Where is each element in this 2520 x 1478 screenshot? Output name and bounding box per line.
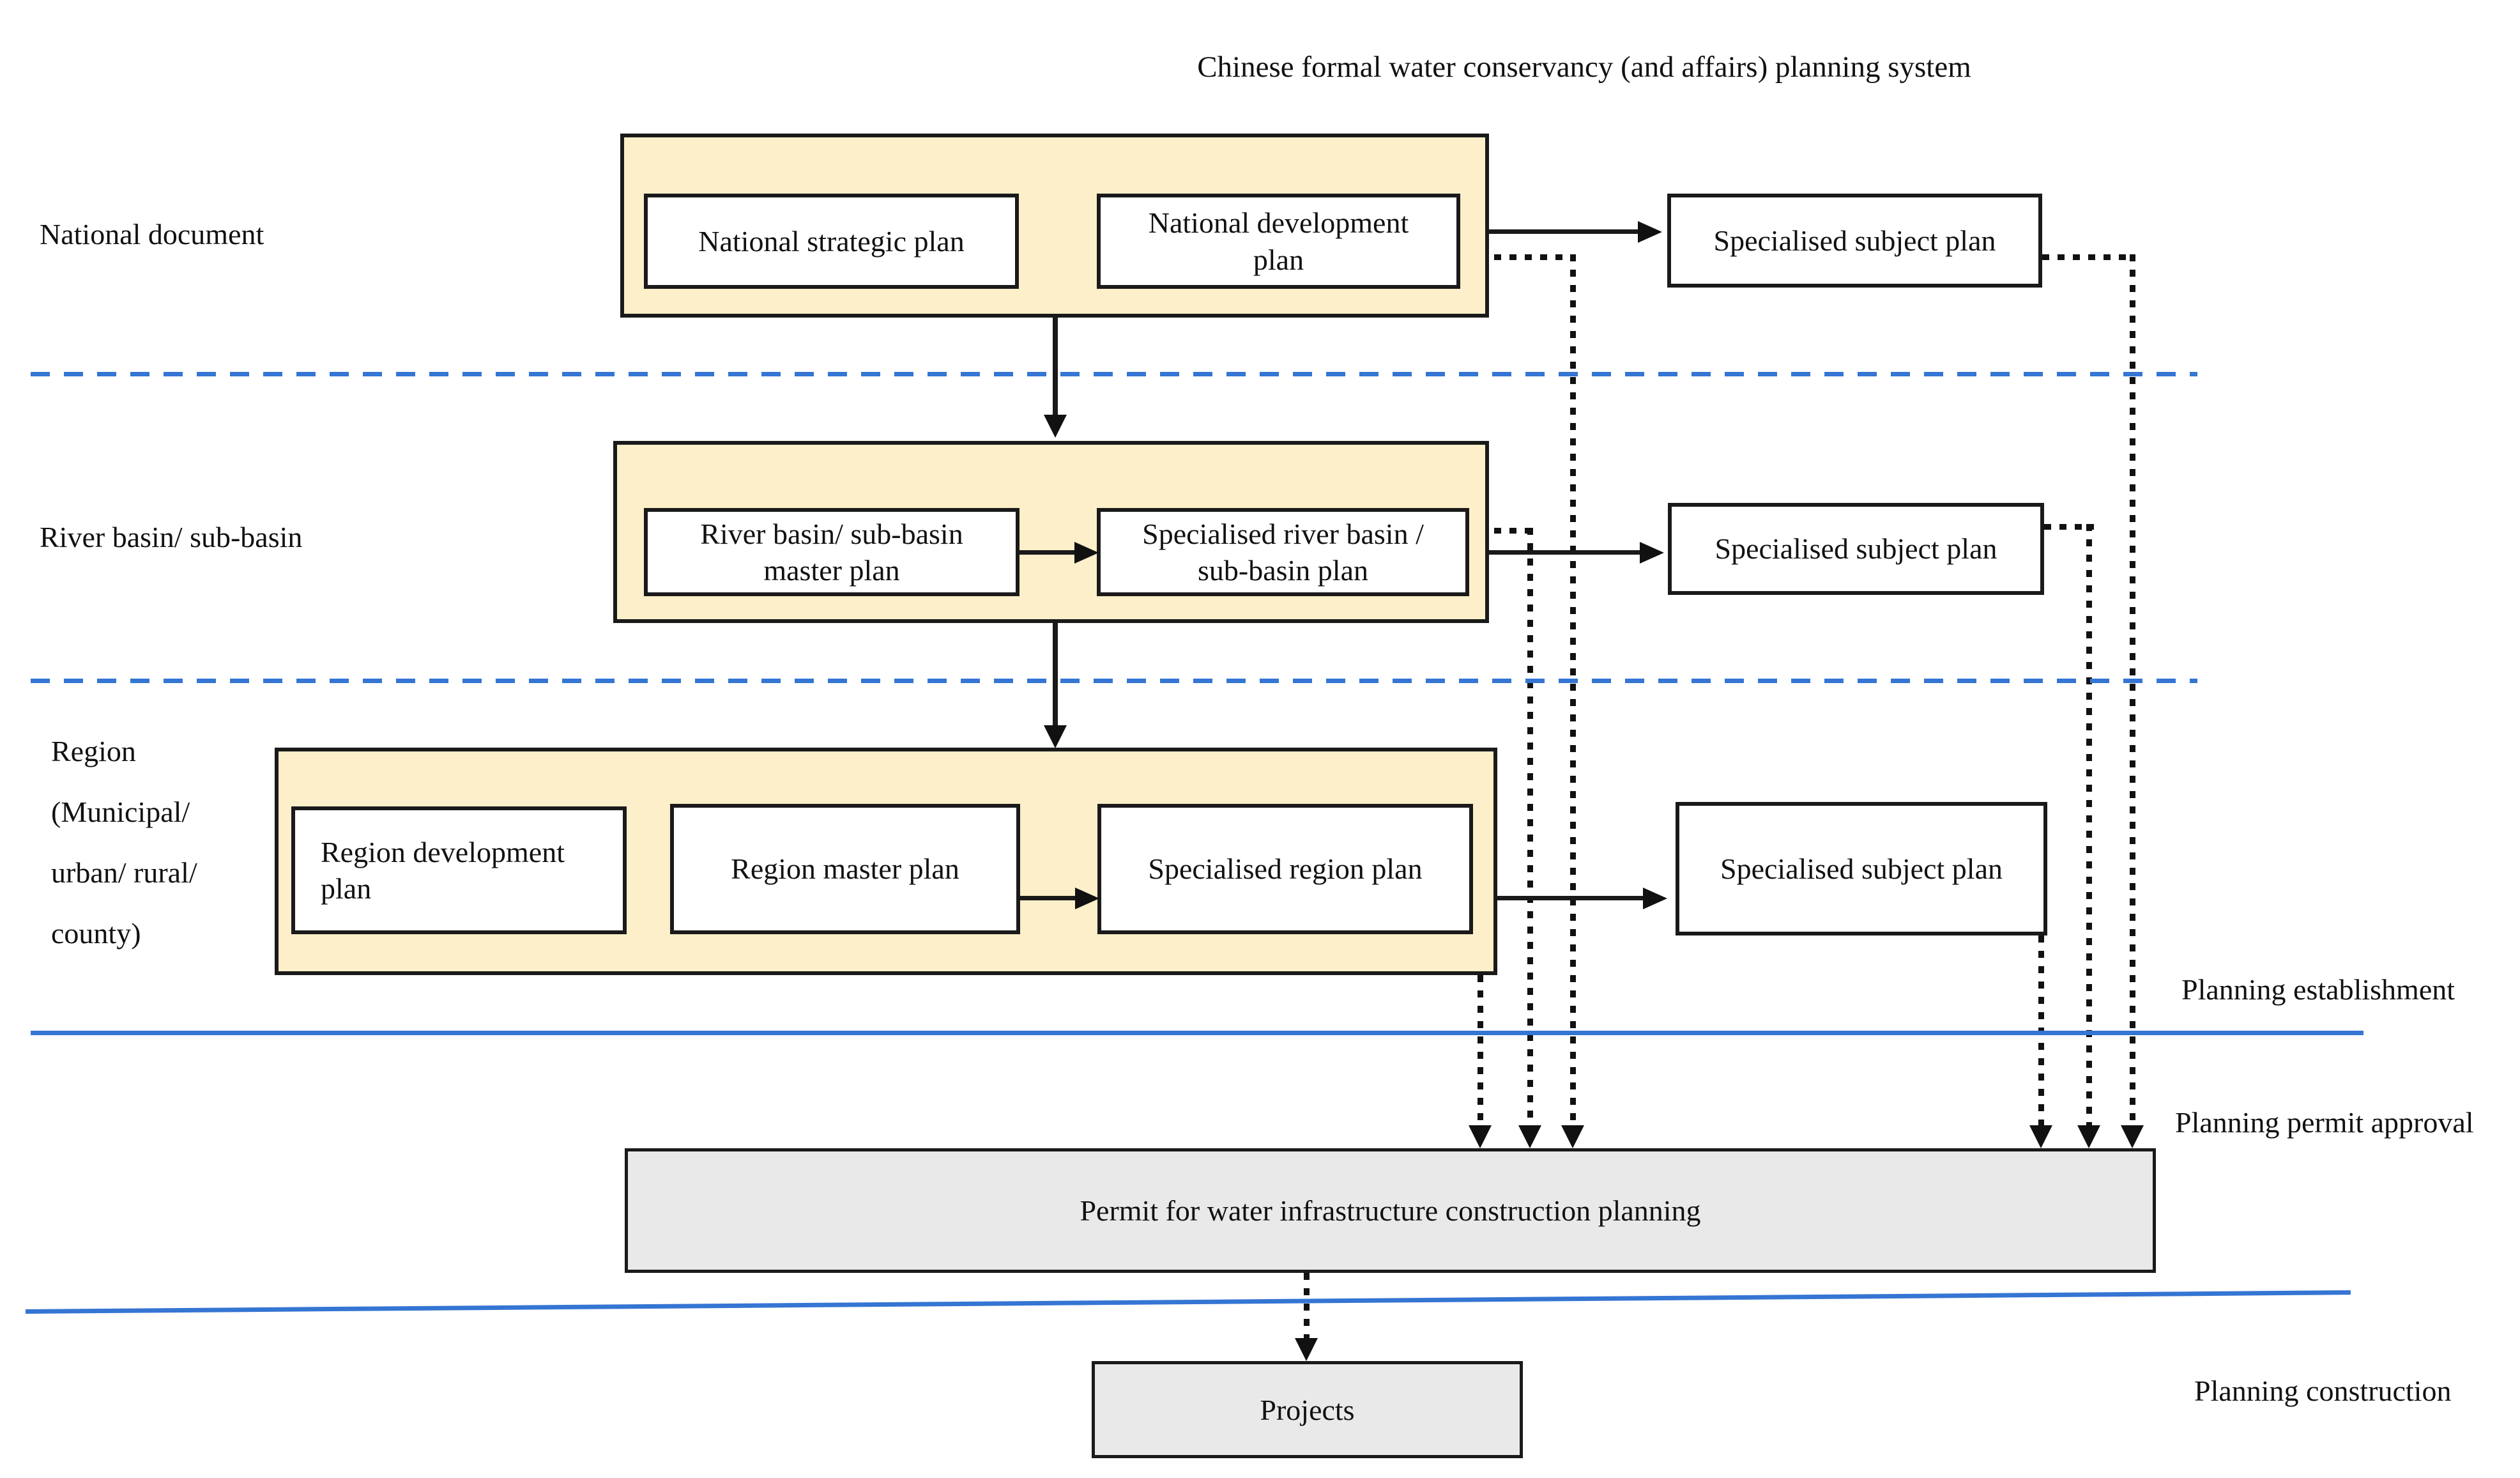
dotted-line-river-to-permit — [1527, 528, 1533, 1128]
divider-solid-establishment — [31, 1031, 2363, 1035]
arrow-river-to-subject — [1489, 550, 1641, 555]
label-national-document: National document — [40, 218, 264, 250]
dotted-line-region-to-permit — [1478, 975, 1483, 1128]
dotted-hook-subject1-h — [2042, 254, 2135, 260]
box-specialised-region-plan: Specialised region plan — [1097, 804, 1473, 934]
permit-bar: Permit for water infrastructure construc… — [625, 1148, 2156, 1273]
box-region-development-plan: Region development plan — [291, 806, 627, 934]
dotted-line-subject2-to-permit — [2086, 524, 2092, 1128]
box-national-development-plan: National development plan — [1097, 194, 1460, 289]
arrowhead-region-to-subject — [1643, 888, 1667, 909]
arrow-master-to-specialised-river — [1019, 550, 1077, 555]
box-subject-plan-river: Specialised subject plan — [1668, 503, 2044, 595]
box-specialised-river-basin-plan: Specialised river basin / sub-basin plan — [1097, 508, 1469, 596]
divider-solid-construction — [25, 1290, 2351, 1314]
arrowhead-region-permit — [1469, 1125, 1492, 1148]
projects-box: Projects — [1092, 1361, 1523, 1458]
box-national-strategic-plan: National strategic plan — [644, 194, 1019, 289]
arrowhead-subject2-permit — [2077, 1125, 2100, 1148]
arrow-national-to-river — [1053, 318, 1058, 415]
label-region-line: Region — [51, 735, 136, 767]
arrowhead-master-to-specialised-region — [1075, 888, 1099, 909]
label-planning-construction: Planning construction — [2194, 1374, 2452, 1407]
label-region-line: (Municipal/ — [51, 796, 190, 828]
arrow-master-to-specialised-region — [1020, 896, 1078, 900]
divider-dashed-national-river — [31, 372, 2197, 376]
arrowhead-subject3-permit — [2029, 1125, 2052, 1148]
arrowhead-national-to-subject — [1638, 221, 1662, 243]
label-region-line: urban/ rural/ — [51, 856, 197, 889]
arrow-river-to-region — [1053, 623, 1058, 725]
box-subject-plan-region: Specialised subject plan — [1676, 802, 2047, 935]
label-river-basin: River basin/ sub-basin — [40, 521, 303, 553]
label-planning-establishment: Planning establishment — [2181, 973, 2455, 1006]
label-planning-permit-approval: Planning permit approval — [2175, 1106, 2474, 1139]
dotted-hook-river-h — [1494, 528, 1532, 534]
arrowhead-master-to-specialised-river — [1074, 542, 1099, 564]
dotted-line-national-to-permit — [1570, 254, 1576, 1128]
arrowhead-national-permit — [1561, 1125, 1584, 1148]
arrow-region-to-subject — [1497, 896, 1644, 900]
diagram-title: Chinese formal water conservancy (and af… — [1197, 50, 1971, 84]
dotted-hook-national-h — [1494, 254, 1574, 260]
arrowhead-national-to-river — [1044, 415, 1067, 438]
divider-dashed-river-region — [31, 679, 2197, 683]
dotted-hook-subject2-h — [2044, 524, 2094, 530]
arrowhead-river-to-subject — [1640, 542, 1664, 564]
box-subject-plan-national: Specialised subject plan — [1667, 194, 2042, 288]
arrowhead-river-to-region — [1044, 725, 1067, 748]
arrowhead-river-permit — [1518, 1125, 1541, 1148]
arrowhead-permit-projects — [1295, 1338, 1318, 1361]
dotted-line-permit-to-projects — [1304, 1273, 1310, 1338]
arrowhead-subject1-permit — [2121, 1125, 2144, 1148]
arrow-national-to-subject — [1489, 229, 1639, 234]
label-region: Region (Municipal/ urban/ rural/ county) — [51, 721, 197, 964]
label-region-line: county) — [51, 917, 141, 950]
box-region-master-plan: Region master plan — [670, 804, 1020, 934]
box-river-basin-master-plan: River basin/ sub-basin master plan — [644, 508, 1019, 596]
dotted-line-subject1-to-permit — [2130, 254, 2135, 1128]
